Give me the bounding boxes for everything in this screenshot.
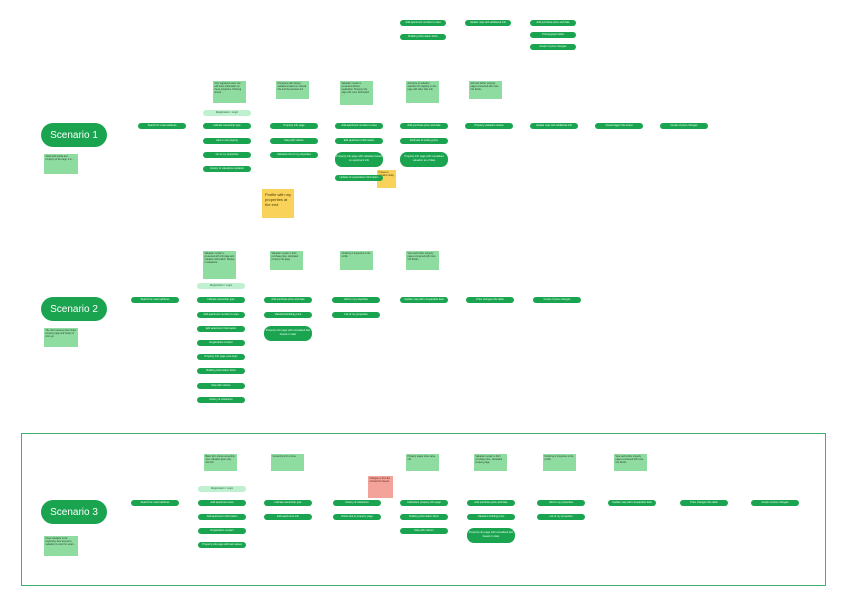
s1-step[interactable]: Property valuation review: [465, 123, 513, 129]
s3-comment[interactable]: Ownership info is done: [271, 454, 304, 471]
s3-step[interactable]: Add to my properties: [537, 500, 585, 506]
s2-step[interactable]: Edit apartment information: [197, 326, 245, 332]
s1-step[interactable]: Property info page with unrealised valua…: [400, 152, 448, 167]
s3-step[interactable]: Registration / Login: [198, 486, 246, 492]
s1-sticky-delay[interactable]: Unique at valuation delay: [377, 170, 396, 188]
s2-step[interactable]: Add to my properties: [332, 297, 380, 303]
s1-step[interactable]: History of valuations updated: [203, 166, 251, 172]
s3-step[interactable]: Add purchase price and date: [467, 500, 515, 506]
s1-step[interactable]: Edit apartment information: [335, 138, 383, 144]
s1-step[interactable]: Valuation list of my properties: [270, 152, 318, 158]
s1-comment[interactable]: Add price to valuation selection for map…: [406, 81, 439, 103]
s2-step[interactable]: Registration / Login: [197, 283, 245, 289]
s3-step[interactable]: Indicate ownership type: [264, 500, 312, 506]
s3-step[interactable]: Search for exact address: [131, 500, 179, 506]
s3-comment[interactable]: Valuation version is both purchase price…: [474, 454, 507, 471]
s3-step[interactable]: Property info page with unrealised last …: [467, 528, 515, 543]
scenario-3-frame: [21, 433, 826, 586]
s2-step[interactable]: Building information block: [197, 368, 245, 374]
s1-top-pill[interactable]: Add purchase price and date: [530, 20, 576, 26]
scenario-2-title[interactable]: Scenario 2: [41, 297, 107, 321]
s1-comment[interactable]: Only registered users can edit some info…: [213, 81, 246, 103]
s2-step[interactable]: Add apartment number to area: [197, 312, 245, 318]
s2-step[interactable]: Registration contact: [197, 340, 245, 346]
s2-step[interactable]: Property info page post-login: [197, 354, 245, 360]
s1-step[interactable]: Search for exact address: [138, 123, 186, 129]
s2-step[interactable]: Search for exact address: [131, 297, 179, 303]
s3-comment[interactable]: Property pages show same info: [406, 454, 439, 471]
s1-step[interactable]: Visual trigger this street: [595, 123, 643, 129]
s3-sticky-contract[interactable]: Changes to fit to the contract for inter…: [368, 476, 393, 498]
s2-step[interactable]: Valuation/building price: [264, 312, 312, 318]
s2-step[interactable]: Property info page with unrealised last …: [264, 326, 312, 341]
s1-comment[interactable]: Properties start having valuations based…: [276, 81, 309, 99]
s3-step[interactable]: Add/select property info page: [400, 500, 448, 506]
s1-step[interactable]: Indicate ownership type: [203, 123, 251, 129]
s2-step[interactable]: History of valuations: [197, 397, 245, 403]
s1-step[interactable]: Update of expectation information: [335, 175, 383, 181]
s3-step[interactable]: Notice link to property page: [333, 514, 381, 520]
scenario-3-note[interactable]: Gives valuation to the beginning, then a…: [44, 536, 78, 556]
s2-step[interactable]: Add purchase price and date: [264, 297, 312, 303]
s3-comment[interactable]: Finishing of properties to the profile: [543, 454, 576, 471]
scenario-1-note[interactable]: Starts with profile and property on the …: [44, 154, 78, 174]
s1-step[interactable]: Property info page: [270, 123, 318, 129]
s1-sticky-profile[interactable]: Profile with my properties at the end: [262, 189, 294, 218]
s2-step[interactable]: Update map with comparable data: [400, 297, 448, 303]
s1-step[interactable]: Registration / Login: [203, 110, 251, 116]
s1-top-pill[interactable]: Update map with additional info: [465, 20, 511, 26]
s2-step[interactable]: Price changes this table: [466, 297, 514, 303]
s3-step[interactable]: Property info page with last values: [198, 542, 246, 548]
s1-top-pill[interactable]: Building information block: [400, 34, 446, 40]
s1-step[interactable]: Update map with additional info: [530, 123, 578, 129]
s2-step[interactable]: Graph of price changes: [533, 297, 581, 303]
s2-step[interactable]: List of my properties: [332, 312, 380, 318]
s1-step[interactable]: Property info page with valuation based …: [335, 152, 383, 167]
s3-comment[interactable]: View and further property pages connecte…: [614, 454, 647, 471]
s3-step[interactable]: Edit apartment info: [264, 514, 312, 520]
scenario-3-title[interactable]: Scenario 3: [41, 500, 107, 524]
s2-step[interactable]: Map with visitors: [197, 383, 245, 389]
s2-comment[interactable]: Valuation version is presented with info…: [203, 251, 236, 279]
s1-step[interactable]: Go to my properties: [203, 152, 251, 158]
s2-step[interactable]: Indicate ownership type: [197, 297, 245, 303]
s3-comment[interactable]: Basic form shows ownership type, valuati…: [204, 454, 237, 471]
s1-comment[interactable]: Add and further property pages connected…: [469, 81, 502, 99]
s3-step[interactable]: Price changes this table: [680, 500, 728, 506]
scenario-1-title[interactable]: Scenario 1: [41, 123, 107, 147]
s3-step[interactable]: Building information block: [400, 514, 448, 520]
s2-comment[interactable]: Finishing of properties to the profile: [340, 251, 373, 270]
s1-step[interactable]: Estimate of ending price: [400, 138, 448, 144]
s1-step[interactable]: Graph of price changes: [660, 123, 708, 129]
s1-top-pill[interactable]: Add apartment number to area: [400, 20, 446, 26]
s3-step[interactable]: Graph of price changes: [751, 500, 799, 506]
s3-step[interactable]: Add apartment information: [198, 514, 246, 520]
s3-step[interactable]: List of my properties: [537, 514, 585, 520]
s2-comment[interactable]: View and further property pages connecte…: [406, 251, 439, 270]
scenario-2-note[interactable]: The client receives their share property…: [44, 328, 78, 347]
s1-step[interactable]: Add a unit property: [203, 138, 251, 144]
s2-comment[interactable]: Valuation version is both purchase price…: [270, 251, 303, 270]
s3-step[interactable]: Update map with comparable data: [608, 500, 656, 506]
s1-comment[interactable]: Valuation version is presented without r…: [340, 81, 373, 105]
s3-step[interactable]: Add apartment area: [198, 500, 246, 506]
s3-step[interactable]: Map with visitors: [400, 528, 448, 534]
s1-step[interactable]: Map with visitors: [270, 138, 318, 144]
s1-step[interactable]: Add purchase price and date: [400, 123, 448, 129]
s3-step[interactable]: Registration contact: [198, 528, 246, 534]
s1-top-pill[interactable]: Pricing/graph table: [530, 32, 576, 38]
s1-step[interactable]: Add apartment number to area: [335, 123, 383, 129]
s3-step[interactable]: History of valuations: [333, 500, 381, 506]
s1-top-pill[interactable]: Graph of price changes: [530, 44, 576, 50]
s3-step[interactable]: Valuation building price: [467, 514, 515, 520]
